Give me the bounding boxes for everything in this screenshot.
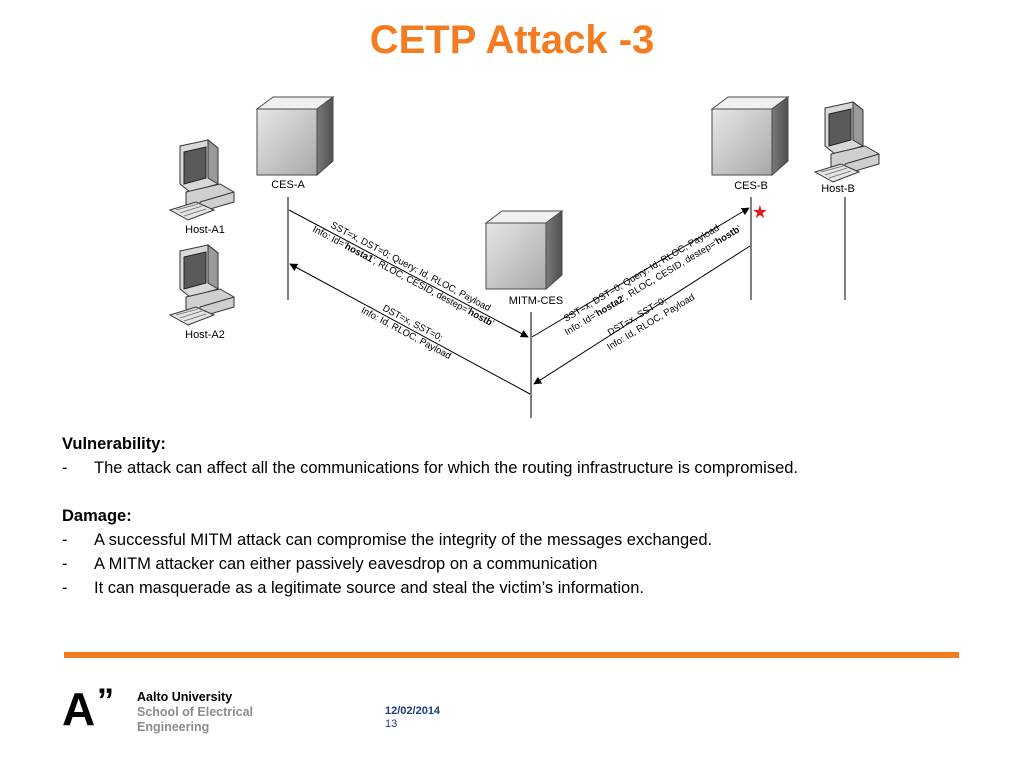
right-response-arrow bbox=[533, 245, 751, 385]
bullet-text: It can masquerade as a legitimate source… bbox=[94, 579, 644, 597]
host-b-computer-icon bbox=[814, 101, 880, 183]
school-name-line-2: Engineering bbox=[137, 720, 210, 734]
vulnerability-item: - The attack can affect all the communic… bbox=[62, 456, 1002, 480]
host-a1-computer-icon bbox=[169, 139, 235, 221]
aalto-logo-marks: ” bbox=[97, 682, 114, 720]
host-b-label: Host-B bbox=[821, 183, 855, 195]
host-a2-label: Host-A2 bbox=[185, 329, 225, 341]
slide-date: 12/02/2014 bbox=[385, 705, 441, 717]
host-a2-computer-icon bbox=[169, 244, 235, 326]
bullet-marker: - bbox=[62, 555, 68, 573]
university-name-block: Aalto University School of Electrical En… bbox=[137, 690, 253, 735]
damage-item: - A successful MITM attack can compromis… bbox=[62, 528, 1002, 552]
bullet-text: A MITM attacker can either passively eav… bbox=[94, 555, 598, 573]
network-diagram: CES-A CES-B Host-B MITM-CES Host-A1 Host… bbox=[169, 96, 880, 418]
slide-body: Vulnerability: - The attack can affect a… bbox=[62, 432, 1002, 600]
slide-title: CETP Attack -3 bbox=[369, 18, 655, 62]
mitm-ces-server-icon bbox=[485, 210, 563, 290]
ces-a-server-icon bbox=[256, 96, 334, 176]
left-query-arrow bbox=[288, 209, 529, 338]
damage-item: - It can masquerade as a legitimate sour… bbox=[62, 576, 1002, 600]
bullet-text: The attack can affect all the communicat… bbox=[94, 459, 799, 477]
bullet-marker: - bbox=[62, 531, 68, 549]
slide-page-number: 13 bbox=[385, 718, 398, 730]
ces-b-server-icon bbox=[711, 96, 789, 176]
damage-item: - A MITM attacker can either passively e… bbox=[62, 552, 1002, 576]
left-response-arrow bbox=[289, 263, 531, 395]
bullet-text: A successful MITM attack can compromise … bbox=[94, 531, 713, 549]
mitm-ces-label: MITM-CES bbox=[509, 295, 563, 307]
left-response-label: DST=x, SST=0; Info: Id, RLOC, Payload bbox=[359, 303, 453, 362]
ces-a-label: CES-A bbox=[271, 179, 305, 191]
host-a1-label: Host-A1 bbox=[185, 224, 225, 236]
footer-divider bbox=[64, 652, 959, 658]
damage-heading: Damage: bbox=[62, 507, 132, 525]
school-name-line-1: School of Electrical bbox=[137, 705, 254, 719]
university-name: Aalto University bbox=[137, 690, 233, 704]
right-query-arrow bbox=[531, 207, 750, 338]
aalto-logo-letter: A bbox=[62, 683, 96, 735]
star-icon: ★ bbox=[752, 202, 768, 223]
vulnerability-heading: Vulnerability: bbox=[62, 435, 166, 453]
left-query-label: SST=x, DST=0; Query: Id, RLOC, Payload I… bbox=[311, 220, 496, 329]
ces-b-label: CES-B bbox=[734, 180, 768, 192]
bullet-marker: - bbox=[62, 459, 68, 477]
bullet-marker: - bbox=[62, 579, 68, 597]
left-query-line-1: SST=x, DST=0; Query: Id, RLOC, Payload bbox=[329, 220, 493, 314]
